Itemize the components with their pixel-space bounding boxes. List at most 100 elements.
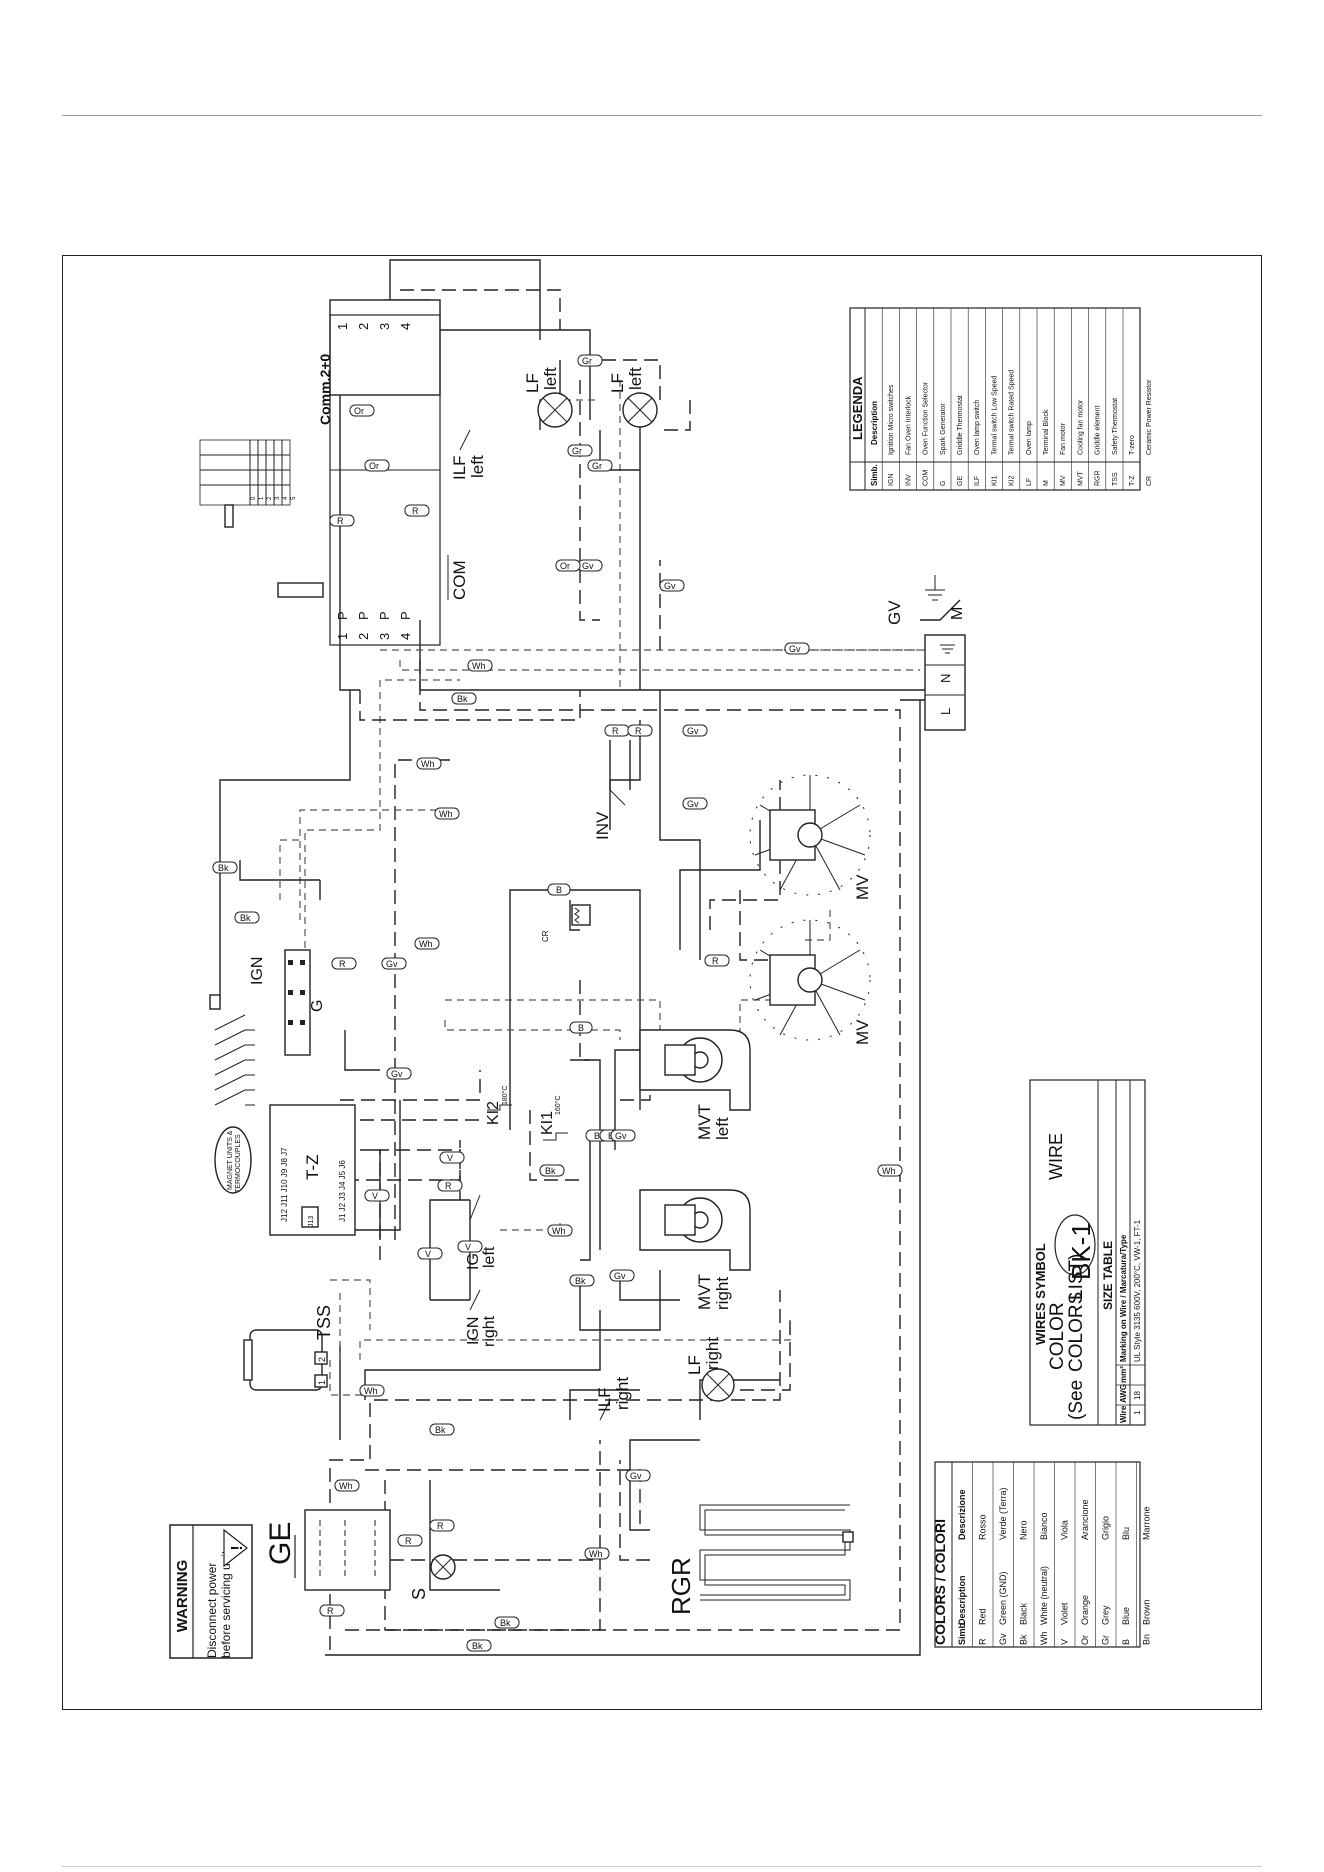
size-row-marking: UL Style 3135 600V, 200°C, VW-1, FT-1	[1133, 1219, 1142, 1362]
legend-row-description: Terminal Block	[1043, 409, 1050, 455]
tag-wh-3: Wh	[359, 1384, 385, 1397]
colors-row-description: White (neutral)	[1039, 1566, 1049, 1625]
colors-row-simb: R	[978, 1638, 988, 1645]
tag-gv-6: Gv	[682, 724, 708, 737]
colors-row-simb: Wh	[1039, 1632, 1049, 1646]
oven-lamp-switch-left: ILF left	[450, 429, 487, 480]
colors-row-description: Red	[978, 1608, 988, 1625]
label-ilf-right-sub: right	[613, 1377, 632, 1410]
colors-row-descrizione: Marrone	[1142, 1506, 1152, 1540]
wires-see-label: (See	[1066, 1380, 1087, 1420]
legend-row-simb: KI2	[1009, 475, 1016, 486]
label-lf-right: LF	[685, 1355, 704, 1375]
tag-or-1: Or	[555, 559, 581, 572]
tag-r-2: R	[397, 1534, 423, 1547]
svg-text:Gv: Gv	[687, 799, 699, 809]
tag-wh-2: Wh	[334, 1479, 360, 1492]
size-header-marking: Marking on Wire / Marcatura/Type	[1119, 1234, 1128, 1362]
colors-row-simb: Gv	[998, 1633, 1008, 1645]
tag-or-2: Or	[349, 404, 375, 417]
svg-text:R: R	[405, 1536, 412, 1546]
fan-motor-2: MV	[749, 774, 872, 900]
tag-gv-9: Gv	[577, 559, 603, 572]
tag-gv-4: Gv	[386, 1067, 412, 1080]
svg-text:V: V	[372, 1191, 378, 1201]
svg-text:R: R	[635, 726, 642, 736]
colors-row-descrizione: Grigio	[1101, 1516, 1111, 1540]
griddle-thermostat: GE S	[264, 1509, 456, 1600]
tag-wh-6: Wh	[434, 807, 460, 820]
legend-row-description: Oven lamp switch	[974, 400, 981, 455]
legend-row-description: Fan Oven Interlock	[905, 395, 912, 455]
wires-symbol-box: WIRES SYMBOL COLOR (See COLORS LIST) BK-…	[1029, 1079, 1146, 1426]
legend-row-description: Termal switch Low Speed	[991, 376, 998, 455]
tag-r-8: R	[704, 954, 730, 967]
tag-wh-9: Wh	[877, 1164, 903, 1177]
safety-thermostat: 2 1 TSS	[243, 1305, 334, 1391]
label-g: G	[309, 1000, 326, 1012]
colors-title: COLORS / COLORI	[932, 1519, 948, 1645]
tag-bk-2: Bk	[494, 1616, 520, 1629]
tag-r-7: R	[627, 724, 653, 737]
warning-triangle-icon	[223, 1528, 248, 1568]
tss-pin-1: 1	[317, 1380, 327, 1385]
ign-right: IGN right	[465, 1289, 498, 1347]
svg-text:R: R	[712, 956, 719, 966]
com-pin-1b: 1	[335, 633, 350, 640]
label-tss: TSS	[314, 1305, 334, 1340]
oven-lamp-left-2: LF left	[608, 367, 658, 428]
svg-text:Gv: Gv	[789, 644, 801, 654]
svg-text:Wh: Wh	[419, 939, 433, 949]
label-s: S	[409, 1588, 429, 1600]
tag-gr-3: Gr	[587, 459, 613, 472]
tag-gv-5: Gv	[381, 957, 407, 970]
tag-v-3: V	[364, 1189, 390, 1202]
cooling-fan-left: MVT left	[639, 1029, 751, 1140]
legend-row-description: Termal switch Rated Speed	[1009, 370, 1016, 455]
legend-table: LEGENDA	[849, 307, 1141, 491]
svg-text:Wh: Wh	[882, 1166, 896, 1176]
colors-header-descrizione: Descrizione	[957, 1489, 967, 1540]
svg-text:Gv: Gv	[615, 1131, 627, 1141]
legend-title: LEGENDA	[850, 376, 865, 440]
label-mvt-left: MVT	[695, 1104, 714, 1140]
griddle-element: RGR	[666, 1504, 854, 1615]
tag-r-5: R	[331, 957, 357, 970]
com-pin-p4: P	[398, 611, 413, 620]
tag-v-1: V	[417, 1247, 443, 1260]
svg-text:Bk: Bk	[240, 913, 251, 923]
colors-row-simb: V	[1060, 1639, 1070, 1645]
label-gv: GV	[885, 600, 904, 625]
wires-list-label: LIST)	[1066, 1254, 1087, 1300]
tag-gv-8: Gv	[659, 579, 685, 592]
label-lf-left-1-sub: left	[541, 367, 560, 390]
legend-row-simb: MV	[1060, 475, 1067, 486]
colors-row-descrizione: Rosso	[978, 1514, 988, 1540]
cooling-fan-right: MVT right	[639, 1189, 751, 1310]
legend-row-simb: RGR	[1095, 470, 1102, 486]
colors-row-simb: Bn	[1142, 1634, 1152, 1645]
tag-v-4: V	[439, 1151, 465, 1164]
svg-text:Bk: Bk	[435, 1425, 446, 1435]
top-divider	[62, 115, 1262, 116]
switch-pos-3: 3	[275, 496, 281, 500]
legend-row-description: Fan motor	[1060, 422, 1067, 455]
ki1-temp: 160°C	[554, 1095, 562, 1115]
svg-text:Wh: Wh	[364, 1386, 378, 1396]
com-pin-p2: P	[356, 611, 371, 620]
tag-b-3: B	[569, 1021, 593, 1034]
ki2-temp: 180°C	[501, 1085, 509, 1105]
diagram-frame	[62, 255, 1262, 1710]
legend-row-simb: M	[1043, 480, 1050, 486]
colors-row-description: Black	[1019, 1602, 1029, 1625]
tag-r-9: R	[329, 514, 355, 527]
colors-row-descrizione: Arancione	[1080, 1499, 1090, 1540]
colors-row-description: Green (GND)	[998, 1571, 1008, 1625]
size-row-awg: 18	[1133, 1391, 1142, 1400]
svg-text:Gv: Gv	[391, 1069, 403, 1079]
legend-row-simb: T-Z	[1129, 475, 1136, 486]
fan-motor-1: MV	[749, 919, 872, 1045]
colors-row-description: Grey	[1101, 1605, 1111, 1625]
